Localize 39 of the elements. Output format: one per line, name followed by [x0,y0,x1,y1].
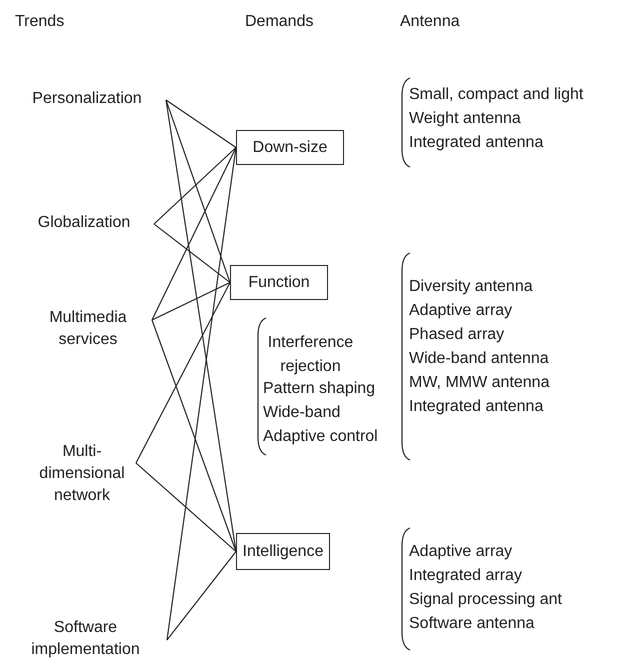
list-item: Weight antenna [409,109,521,128]
list-item: Wide-band antenna [409,349,549,368]
connector-line [154,147,236,224]
demand-box: Function [230,265,328,300]
column-heading: Demands [245,12,314,31]
connector-line [165,100,231,283]
list-item: Adaptive control [263,427,378,446]
connector-line [166,100,236,148]
column-heading: Trends [15,12,64,31]
column-heading: Antenna [400,12,460,31]
list-item: Phased array [409,325,504,344]
trend-label: Software implementation [8,617,163,661]
list-item: Adaptive array [409,301,512,320]
connector-line [152,282,230,320]
connector-line [136,462,236,552]
trend-label: Personalization [12,88,162,110]
list-item: Signal processing ant [409,590,562,609]
connector-line [152,147,236,320]
trend-label: Globalization [18,212,150,234]
connector-line [136,282,230,464]
trend-label: Multi- dimensional network [32,441,132,507]
list-item: Software antenna [409,614,534,633]
list-item: Integrated antenna [409,397,544,416]
connector-line [166,551,236,640]
list-item: Wide-band [263,403,340,422]
list-item: Integrated antenna [409,133,544,152]
connector-line [166,147,237,640]
demand-box: Down-size [236,130,344,165]
list-item: Pattern shaping [263,379,376,398]
demand-box: Intelligence [236,533,330,570]
list-item: Interference rejection [266,333,354,377]
list-item: Integrated array [409,566,522,585]
connector-line [154,224,230,283]
list-item: MW, MMW antenna [409,373,550,392]
list-item: Small, compact and light [409,85,584,104]
list-item: Diversity antenna [409,277,533,296]
connector-line [151,320,237,552]
list-item: Adaptive array [409,542,512,561]
trend-label: Multimedia services [28,307,148,351]
